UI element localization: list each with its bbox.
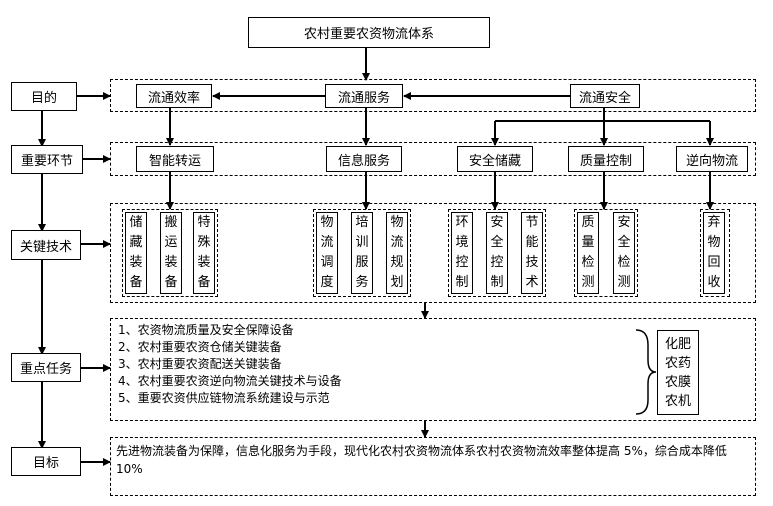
link-reverse-logistics: 逆向物流 [676,146,748,172]
task-list: 1、农资物流质量及安全保障设备 2、农村重要农资仓储关键装备 3、农村重要农资配… [118,322,342,407]
row-label-goal: 目标 [11,447,81,476]
goal-description: 先进物流装备为保障，信息化服务为手段，现代化农村农资物流体系农村农资物流效率整体… [116,444,727,476]
tech-training-service-text: 培训服务 [355,215,369,290]
row-label-purpose-text: 目的 [30,91,57,106]
tech-logistics-planning: 物流规划 [386,212,408,294]
tech-training-service: 培训服务 [351,212,373,294]
tech-handling-equipment-text: 搬运装备 [164,215,178,290]
task-item: 3、农村重要农资配送关键装备 [118,357,282,371]
task-item: 5、重要农资供应链物流系统建设与示范 [118,391,330,405]
tech-safety-testing-text: 安全检测 [617,215,631,290]
tech-logistics-planning-text: 物流规划 [390,215,404,290]
tech-group-reverse [700,209,730,297]
tech-environment-control: 环境控制 [451,212,473,294]
purpose-safety-text: 流通安全 [578,90,631,106]
link-smart-transfer-text: 智能转运 [148,153,201,169]
tech-environment-control-text: 环境控制 [455,215,469,290]
tech-storage-equipment: 储藏装备 [125,212,147,294]
title-text: 农村重要农资物流体系 [303,27,434,42]
purpose-service-text: 流通服务 [337,90,390,106]
row-label-key-tasks: 重点任务 [11,353,81,382]
row-label-goal-text: 目标 [32,456,59,471]
link-info-service: 信息服务 [326,146,402,172]
tech-quality-testing: 质量检测 [577,212,599,294]
purpose-efficiency-text: 流通效率 [147,90,200,106]
purpose-service: 流通服务 [325,84,403,108]
task-item: 2、农村重要农资仓储关键装备 [118,340,282,354]
link-safe-storage-text: 安全储藏 [468,153,521,169]
tech-energy-saving-text: 节能技术 [525,215,539,290]
tech-special-equipment: 特殊装备 [193,212,215,294]
row-label-key-links: 重要环节 [11,145,83,174]
tech-safety-control: 安全控制 [486,212,508,294]
tech-waste-recycling-text: 弃物回收 [707,215,721,290]
link-quality-control-text: 质量控制 [579,153,632,169]
row-label-key-tech: 关键技术 [11,230,81,260]
tech-group-transfer [122,209,218,297]
link-reverse-logistics-text: 逆向物流 [685,153,738,169]
tech-group-info [313,209,411,297]
key-tasks-group [110,318,756,421]
purpose-safety: 流通安全 [570,84,640,108]
diagram-title: 农村重要农资物流体系 [248,17,490,48]
tech-group-storage [448,209,546,297]
link-smart-transfer: 智能转运 [136,146,214,172]
key-tech-group [110,203,756,303]
key-links-group [110,142,756,176]
row-label-purpose: 目的 [11,82,77,111]
tech-logistics-dispatch-text: 物流调度 [320,215,334,290]
row-label-key-tasks-text: 重点任务 [19,362,72,377]
materials-box: 化肥 农药 农膜 农机 [657,330,699,415]
tech-waste-recycling: 弃物回收 [703,212,725,294]
material-pesticide: 农药 [664,355,691,371]
tech-special-equipment-text: 特殊装备 [197,215,211,290]
tech-storage-equipment-text: 储藏装备 [129,215,143,290]
tech-quality-testing-text: 质量检测 [581,215,595,290]
task-item: 1、农资物流质量及安全保障设备 [118,323,294,337]
row-label-key-links-text: 重要环节 [20,154,73,169]
material-machinery: 农机 [664,393,691,409]
material-film: 农膜 [664,374,691,390]
link-info-service-text: 信息服务 [337,153,390,169]
material-fertilizer: 化肥 [664,336,691,352]
row-label-key-tech-text: 关键技术 [19,239,72,255]
link-quality-control: 质量控制 [568,146,644,172]
goal-group [110,437,756,496]
tech-group-quality [574,209,638,297]
tech-safety-control-text: 安全控制 [490,215,504,290]
tech-energy-saving: 节能技术 [521,212,543,294]
tech-logistics-dispatch: 物流调度 [316,212,338,294]
link-safe-storage: 安全储藏 [457,146,533,172]
tech-handling-equipment: 搬运装备 [160,212,182,294]
purpose-group [110,79,756,112]
task-item: 4、农村重要农资逆向物流关键技术与设备 [118,374,342,388]
tech-safety-testing: 安全检测 [613,212,635,294]
purpose-efficiency: 流通效率 [136,84,212,108]
